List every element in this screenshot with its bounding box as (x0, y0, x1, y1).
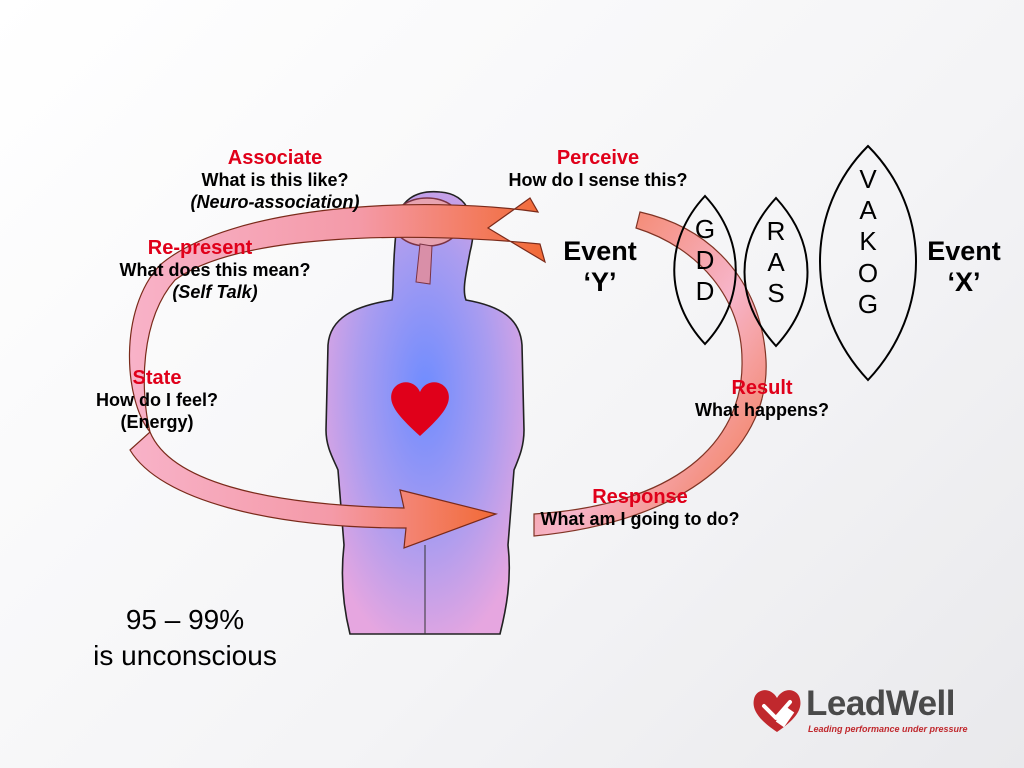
state-note: (Energy) (120, 412, 194, 433)
leadwell-logo: LeadWell Leading performance under press… (750, 684, 1010, 744)
event-x-name: ‘X’ (947, 267, 981, 298)
represent-label: Re-present What does this mean? (Self Ta… (90, 236, 340, 304)
event-x-title: Event (927, 236, 1001, 266)
represent-title: Re-present (147, 237, 253, 259)
logo-heart-icon (753, 690, 801, 732)
state-label: State How do I feel? (Energy) (72, 366, 242, 434)
event-x: Event ‘X’ (906, 236, 1022, 298)
logo-tagline: Leading performance under pressure (808, 724, 968, 734)
response-title: Response (592, 486, 688, 508)
event-y: Event ‘Y’ (540, 236, 660, 298)
event-y-title: Event (563, 236, 637, 266)
result-title: Result (731, 377, 793, 399)
associate-label: Associate What is this like? (Neuro-asso… (160, 146, 390, 214)
response-label: Response What am I going to do? (508, 485, 772, 531)
state-question: How do I feel? (95, 390, 218, 411)
response-question: What am I going to do? (540, 509, 740, 530)
associate-title: Associate (227, 147, 323, 169)
associate-question: What is this like? (201, 170, 349, 191)
represent-question: What does this mean? (119, 260, 311, 281)
bottom-arrow (129, 430, 499, 549)
logo-name: LeadWell (806, 684, 956, 723)
perceive-label: Perceive How do I sense this? (478, 146, 718, 192)
vakog-lens (819, 144, 917, 382)
unconscious-stat: 95 – 99% is unconscious (60, 602, 310, 675)
stat-caption: is unconscious (93, 640, 277, 672)
result-question: What happens? (695, 400, 829, 421)
result-label: Result What happens? (672, 376, 852, 422)
event-y-name: ‘Y’ (583, 267, 617, 298)
heart-icon (391, 382, 449, 436)
perceive-question: How do I sense this? (508, 170, 688, 191)
ras-lens (743, 196, 809, 348)
state-title: State (132, 367, 182, 389)
right-arrow (533, 211, 767, 537)
perceive-title: Perceive (556, 147, 640, 169)
gdd-lens (673, 194, 737, 346)
associate-note: (Neuro-association) (190, 192, 360, 213)
represent-note: (Self Talk) (172, 282, 258, 303)
stat-percentage: 95 – 99% (125, 604, 245, 635)
